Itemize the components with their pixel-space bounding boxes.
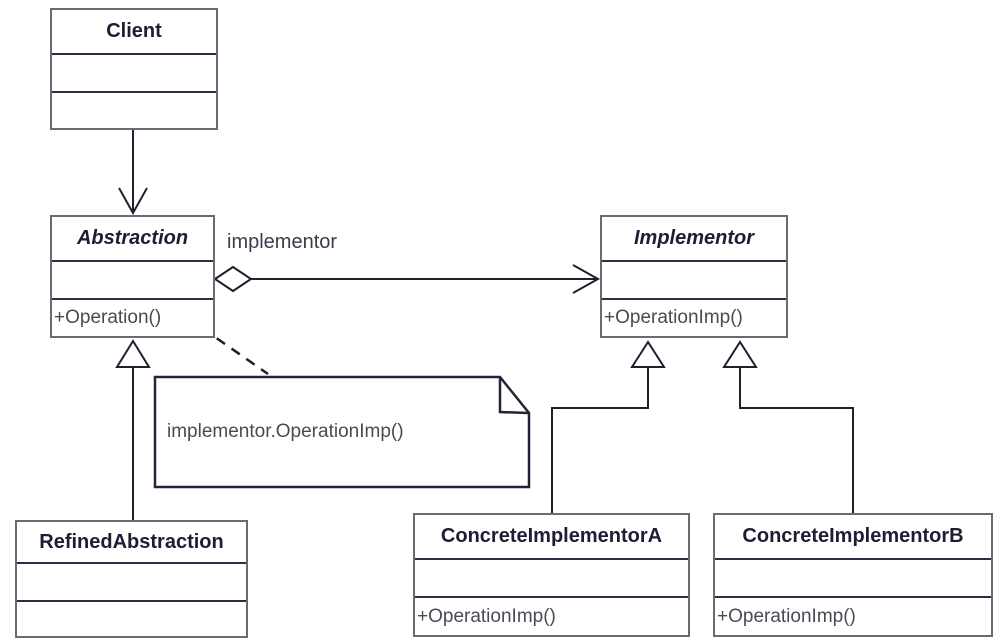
note-anchor-dashed-line — [201, 326, 269, 376]
class-implementor: Implementor +OperationImp() — [600, 215, 788, 338]
attributes-compartment — [715, 560, 991, 598]
open-arrowhead-icon — [572, 264, 601, 294]
class-client: Client — [50, 8, 218, 130]
class-title: Client — [52, 10, 216, 55]
attributes-compartment — [415, 560, 688, 598]
attributes-compartment — [52, 55, 216, 93]
generalization-shaft — [551, 368, 649, 513]
note-fold-icon — [498, 378, 529, 415]
generalization-concrete-implementor-b — [722, 340, 854, 513]
class-title: RefinedAbstraction — [17, 522, 246, 564]
note-shape — [153, 375, 531, 489]
aggregation-diamond-icon — [213, 265, 253, 293]
operation-label: +Operation() — [54, 307, 162, 328]
class-title: ConcreteImplementorA — [415, 515, 688, 560]
operation-label: +OperationImp() — [604, 307, 743, 328]
hollow-triangle-icon — [630, 340, 666, 368]
client-abstraction-arrow — [118, 130, 148, 216]
generalization-concrete-implementor-a — [551, 340, 666, 513]
attributes-compartment — [602, 262, 786, 300]
operations-compartment — [17, 602, 246, 636]
class-title: ConcreteImplementorB — [715, 515, 991, 560]
class-concrete-implementor-b: ConcreteImplementorB +OperationImp() — [713, 513, 993, 637]
attributes-compartment — [17, 564, 246, 602]
note-text: implementor.OperationImp() — [167, 421, 404, 442]
hollow-triangle-icon — [115, 339, 151, 368]
attributes-compartment — [52, 262, 213, 300]
generalization-refined-abstraction — [115, 339, 151, 520]
operation-label: +OperationImp() — [717, 605, 856, 627]
generalization-shaft — [739, 368, 854, 513]
hollow-triangle-icon — [722, 340, 758, 368]
operations-compartment — [52, 93, 216, 128]
class-refined-abstraction: RefinedAbstraction — [15, 520, 248, 638]
class-title: Implementor — [602, 217, 786, 262]
open-arrowhead-icon — [118, 187, 148, 216]
operation-label: +OperationImp() — [417, 605, 556, 627]
class-concrete-implementor-a: ConcreteImplementorA +OperationImp() — [413, 513, 690, 637]
aggregation-link — [213, 264, 601, 294]
aggregation-role-label: implementor — [227, 231, 338, 253]
class-title: Abstraction — [52, 217, 213, 262]
class-abstraction: Abstraction +Operation() — [50, 215, 215, 338]
note-body — [153, 375, 531, 489]
